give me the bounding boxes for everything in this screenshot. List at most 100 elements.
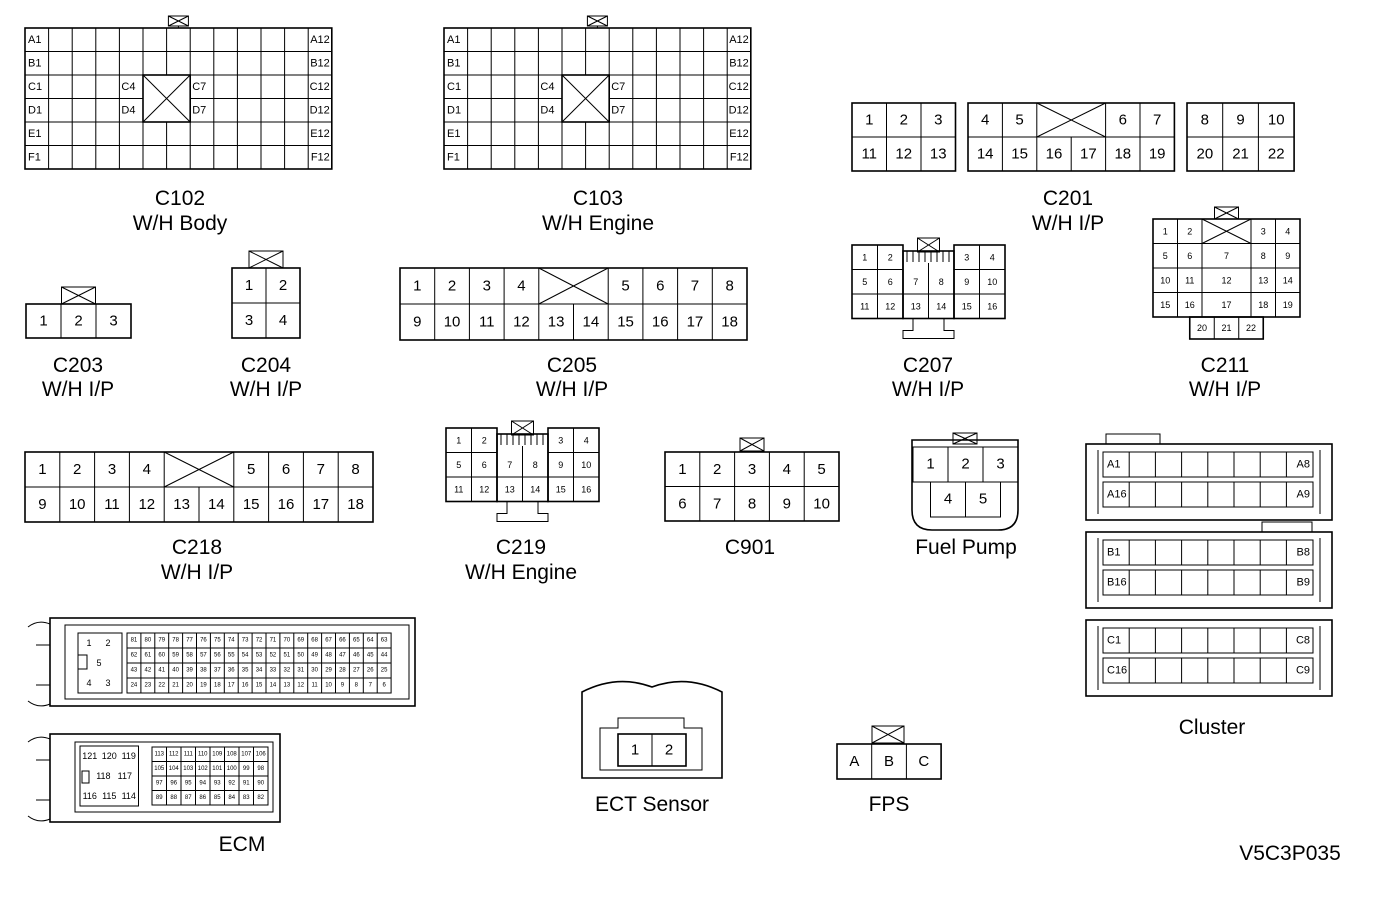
pin-label: 12 <box>885 301 895 311</box>
pin-label: 114 <box>122 791 136 801</box>
pin-label: 21 <box>1232 146 1249 163</box>
pin-label: 18 <box>1114 146 1131 163</box>
pin-label: C8 <box>1296 635 1310 647</box>
pin-label: 17 <box>687 314 704 331</box>
pin-label: 37 <box>214 668 221 674</box>
c203-name: C203 <box>53 354 103 377</box>
pin-label: 47 <box>339 653 346 659</box>
c219-name: C219 <box>496 536 546 559</box>
c204-desc: W/H I/P <box>230 378 302 401</box>
pin-label: 94 <box>199 780 206 786</box>
pin-label: 4 <box>990 252 995 262</box>
pin-label: 11 <box>861 146 877 163</box>
pin-label: 4 <box>584 435 589 445</box>
pin-label: E1 <box>28 128 41 140</box>
sensor-housing <box>581 680 723 779</box>
ect-name: ECT Sensor <box>595 793 709 816</box>
pin-label: C12 <box>310 81 330 93</box>
connector-body <box>25 303 132 339</box>
pin-label: 9 <box>38 496 46 513</box>
pin-label: 14 <box>208 496 225 513</box>
lock-tab-cross <box>168 15 189 27</box>
pin-label: 113 <box>154 751 164 757</box>
pin-label: C4 <box>540 81 554 93</box>
pin-label: 7 <box>1224 251 1229 261</box>
pin-label: B1 <box>28 57 41 69</box>
c207-name: C207 <box>903 354 953 377</box>
pin-label: B12 <box>729 57 749 69</box>
pin-label: A16 <box>1107 489 1127 501</box>
pin-label: 19 <box>200 683 207 689</box>
pin-label: 117 <box>118 771 132 781</box>
pin-label: A12 <box>310 34 330 46</box>
pin-label: C7 <box>192 81 206 93</box>
latch <box>1261 521 1313 533</box>
pin-label: 64 <box>367 638 374 644</box>
pin-label: A <box>849 753 859 770</box>
ecm-small-block <box>79 745 139 807</box>
pin-label: 88 <box>170 795 177 801</box>
pin-label: 3 <box>558 435 563 445</box>
pin-label: 4 <box>86 678 91 688</box>
pin-label: 8 <box>939 277 944 287</box>
pin-label: 95 <box>185 780 192 786</box>
pin-label: C1 <box>1107 635 1121 647</box>
pin-label: D4 <box>121 104 135 116</box>
pin-label: 53 <box>256 653 263 659</box>
c211-desc: W/H I/P <box>1189 378 1261 401</box>
pin-label: D12 <box>729 104 749 116</box>
pin-label: 8 <box>748 495 756 512</box>
pin-label: 6 <box>1187 251 1192 261</box>
ecm-clip <box>27 736 51 822</box>
pin-label: 18 <box>721 314 738 331</box>
pin-label: 8 <box>1201 112 1209 129</box>
pin-label: 57 <box>200 653 207 659</box>
pin-label: 15 <box>617 314 634 331</box>
pin-label: 19 <box>1149 146 1166 163</box>
pin-label: 92 <box>228 780 235 786</box>
pin-label: 13 <box>930 146 947 163</box>
pin-label: 6 <box>1119 112 1127 129</box>
lock-tab-cross <box>739 437 765 452</box>
pin-label: 80 <box>145 638 152 644</box>
pin-label: 12 <box>513 314 530 331</box>
pin-label: 105 <box>154 766 165 772</box>
c203-desc: W/H I/P <box>42 378 114 401</box>
pin-label: 16 <box>652 314 669 331</box>
pin-label: 104 <box>169 766 180 772</box>
pin-label: 121 <box>82 751 97 761</box>
fuel-pump-name: Fuel Pump <box>915 536 1017 559</box>
pin-label: 60 <box>158 653 165 659</box>
pin-label: 16 <box>278 496 295 513</box>
pin-label: C7 <box>611 81 625 93</box>
pin-label: 1 <box>678 461 686 478</box>
pin-label: 42 <box>145 668 152 674</box>
c201-desc: W/H I/P <box>1032 212 1104 235</box>
pin-label: 6 <box>678 495 686 512</box>
pin-label: 3 <box>964 252 969 262</box>
pin-label: B1 <box>1107 547 1120 559</box>
c218-desc: W/H I/P <box>161 561 233 584</box>
latch <box>496 501 549 522</box>
pin-label: 78 <box>172 638 179 644</box>
pin-label: 5 <box>247 461 255 478</box>
pin-label: D7 <box>611 104 625 116</box>
pin-label: 1 <box>413 278 421 295</box>
pin-label: 73 <box>242 638 249 644</box>
pin-label: 10 <box>581 460 591 470</box>
pin-label: 10 <box>813 495 830 512</box>
pin-label: 3 <box>105 678 110 688</box>
pin-label: 5 <box>456 460 461 470</box>
pin-label: 38 <box>200 668 207 674</box>
pin-label: 68 <box>311 638 318 644</box>
pin-label: 10 <box>69 496 86 513</box>
pin-label: 1 <box>38 461 46 478</box>
connector-body <box>836 743 942 780</box>
pin-label: 72 <box>256 638 263 644</box>
pin-label: 3 <box>109 313 117 330</box>
pin-label: 50 <box>297 653 304 659</box>
figure-id: V5C3P035 <box>1239 842 1341 865</box>
pin-label: D1 <box>447 104 461 116</box>
